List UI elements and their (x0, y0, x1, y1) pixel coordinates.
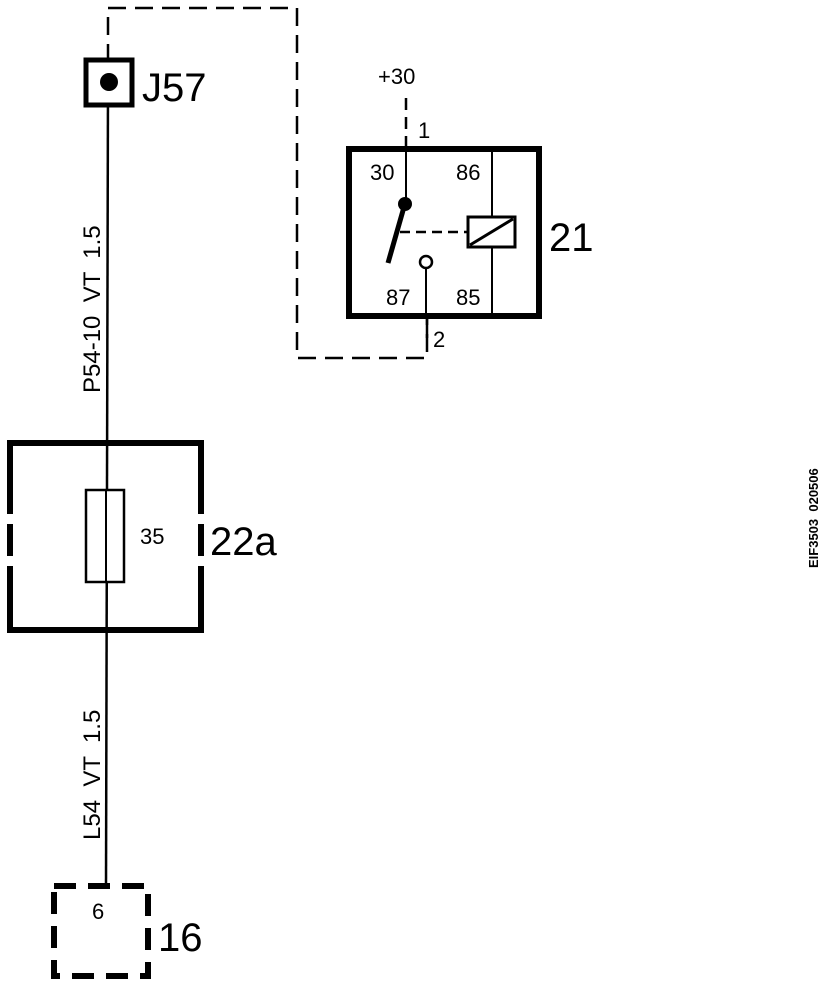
relay-pin-30-label: 30 (370, 160, 394, 185)
relay-pin-87-label: 87 (386, 285, 410, 310)
connector-16-pin-label: 6 (92, 899, 104, 924)
upper-wire-label: P54-10 VT 1.5 (79, 225, 106, 393)
relay-pin-87-contact (418, 254, 434, 270)
relay-supply-label: +30 (378, 64, 415, 89)
main-wire (104, 81, 110, 886)
relay-pin-85-label: 85 (456, 285, 480, 310)
relay-pin-86-label: 86 (456, 160, 480, 185)
fuse-box-outline (7, 440, 204, 633)
relay-21: +30 1 30 86 87 85 2 21 (346, 64, 594, 352)
relay-terminal-2-label: 2 (433, 327, 445, 352)
fuse-box-22a: 35 22a (7, 440, 277, 633)
connector-j57-label: J57 (142, 66, 207, 110)
connector-j57: J57 (83, 57, 207, 110)
connector-16-box (51, 883, 151, 979)
connector-j57-dot (100, 73, 118, 91)
fuse-value-label: 35 (140, 524, 164, 549)
relay-terminal-1-label: 1 (418, 118, 430, 143)
diagram-reference-code: EIF3503 020506 (806, 468, 821, 568)
relay-switch-arm (385, 206, 407, 264)
connector-16-label: 16 (158, 916, 203, 960)
fuse-box-label: 22a (210, 520, 277, 564)
relay-coil-diagonal (469, 217, 514, 247)
relay-label: 21 (549, 216, 594, 260)
lower-wire-label: L54 VT 1.5 (79, 710, 106, 840)
dashed-link-j57-relay (106, 6, 429, 360)
connector-16: 6 16 (51, 883, 203, 979)
